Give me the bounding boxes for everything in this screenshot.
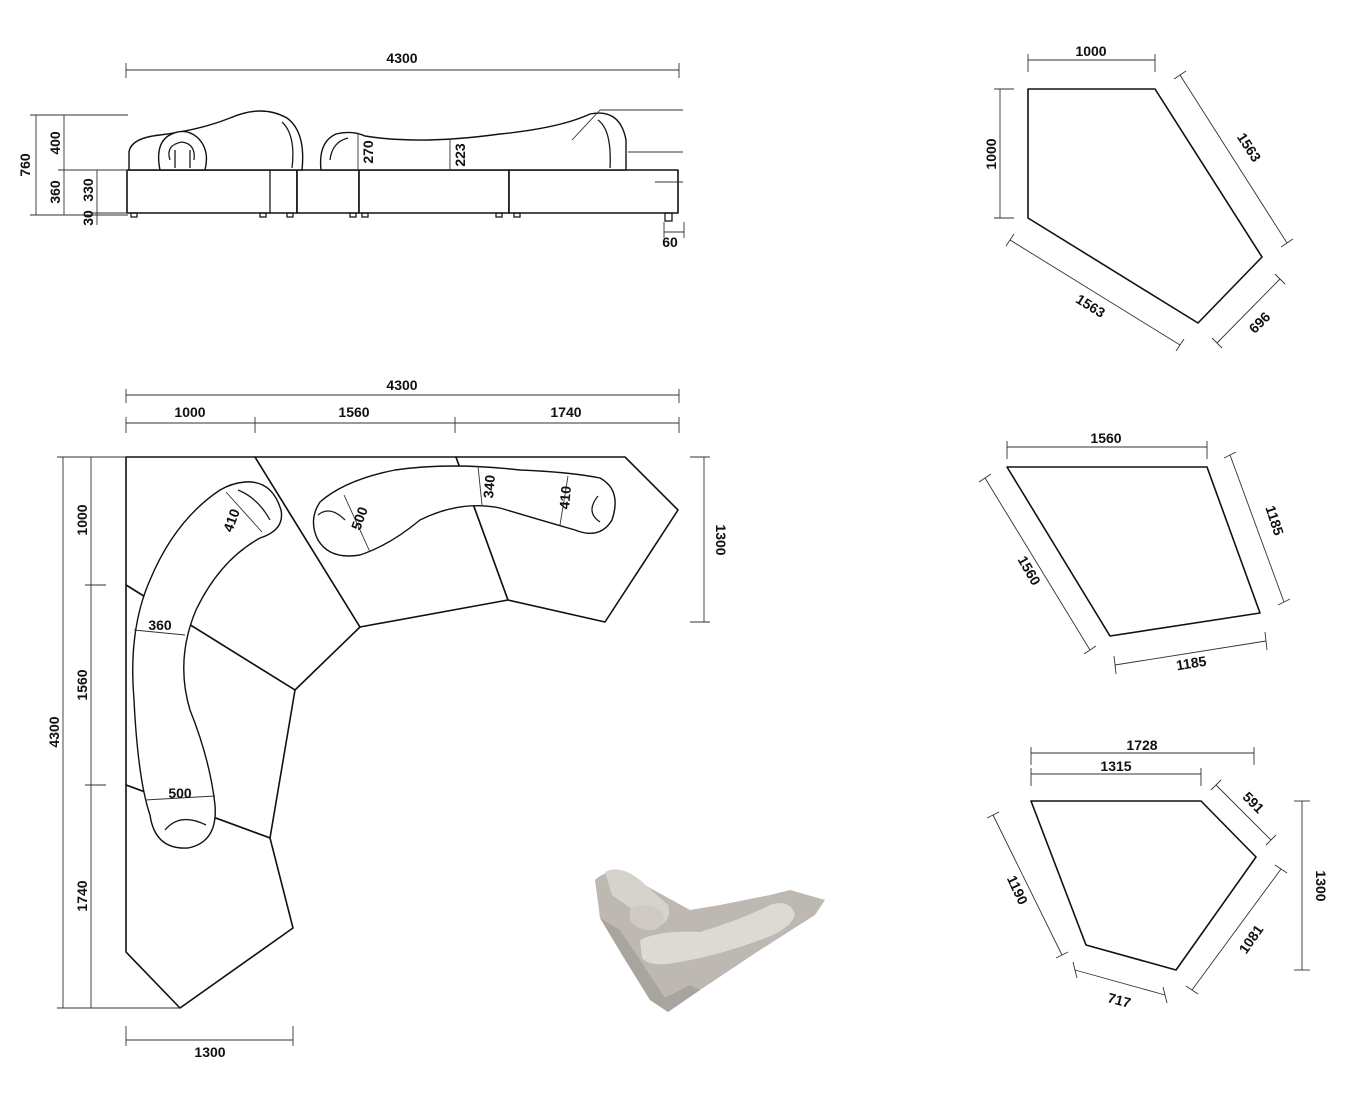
module-b: 1560 1185 1560 1185	[978, 430, 1291, 675]
side-base-block-1	[126, 169, 298, 214]
side-total-height-label: 760	[17, 153, 33, 177]
module-a-shape	[1027, 88, 1263, 324]
plan-back-e-label: 360	[148, 617, 172, 633]
module-a-left-label: 1000	[983, 138, 999, 169]
module-b-bottom-label: 1185	[1175, 653, 1208, 674]
module-c-bottom-label: 717	[1106, 989, 1133, 1011]
plan-right-end-depth-label: 1300	[713, 524, 729, 555]
side-back-height-label: 400	[47, 131, 63, 155]
module-c-shape	[1030, 800, 1257, 971]
plan-back-a-label: 410	[220, 506, 243, 534]
plan-depth3-label: 1740	[74, 880, 90, 911]
module-c-bottom-right-label: 1081	[1235, 922, 1266, 957]
side-base-height-label: 330	[80, 178, 96, 202]
side-base-block-2	[296, 169, 360, 214]
side-seat-height-label: 360	[47, 180, 63, 204]
plan-back-b-label: 500	[348, 504, 371, 532]
plan-view: 4300 1000 1560 1740 410 500 340 410	[46, 377, 729, 1060]
side-overall-width-label: 4300	[386, 50, 417, 66]
module-a-bottom-diag-label: 1563	[1073, 291, 1108, 321]
plan-overall-depth-label: 4300	[46, 716, 62, 747]
module-c-right-height-label: 1300	[1313, 870, 1329, 901]
module-c-top-label: 1315	[1100, 758, 1131, 774]
plan-seg2-width-label: 1560	[338, 404, 369, 420]
side-bolster-right-label: 223	[452, 143, 468, 167]
plan-depth2-label: 1560	[74, 669, 90, 700]
module-b-left-label: 1560	[1015, 553, 1045, 588]
module-b-top-label: 1560	[1090, 430, 1121, 446]
side-right-bolster	[319, 112, 627, 171]
side-leg-height-label: 30	[80, 210, 96, 226]
plan-top-backrest	[312, 465, 616, 557]
plan-overall-width-label: 4300	[386, 377, 417, 393]
plan-seg3-width-label: 1740	[550, 404, 581, 420]
plan-seg1-width-label: 1000	[174, 404, 205, 420]
module-c-left-label: 1190	[1004, 873, 1031, 907]
sofa-photo-icon	[595, 869, 825, 1012]
side-base-block-4	[508, 169, 679, 214]
module-c-overall-top-label: 1728	[1126, 737, 1157, 753]
side-bolster-left-label: 270	[360, 140, 376, 164]
plan-corner-module	[125, 456, 361, 691]
plan-bottom-end-width-label: 1300	[194, 1044, 225, 1060]
side-base-block-3	[358, 169, 510, 214]
plan-back-c-label: 340	[480, 474, 498, 499]
side-elevation: 4300 270 223	[17, 50, 685, 250]
module-b-right-label: 1185	[1262, 504, 1287, 538]
module-a-right-diag-label: 1563	[1234, 130, 1264, 165]
plan-back-d-label: 410	[556, 485, 574, 510]
plan-left-backrest	[132, 481, 283, 849]
module-a-bottom-right-label: 696	[1246, 308, 1274, 336]
side-left-bolster	[128, 110, 304, 171]
plan-back-f-label: 500	[168, 785, 192, 801]
plan-depth1-label: 1000	[74, 504, 90, 535]
module-a: 1000 1000 1563 1563 696	[983, 43, 1294, 352]
module-b-shape	[1006, 466, 1261, 637]
module-a-top-label: 1000	[1075, 43, 1106, 59]
side-leg-offset-label: 60	[662, 234, 678, 250]
module-c: 1728 1315 591 1300 1190 1081 717	[986, 737, 1329, 1011]
